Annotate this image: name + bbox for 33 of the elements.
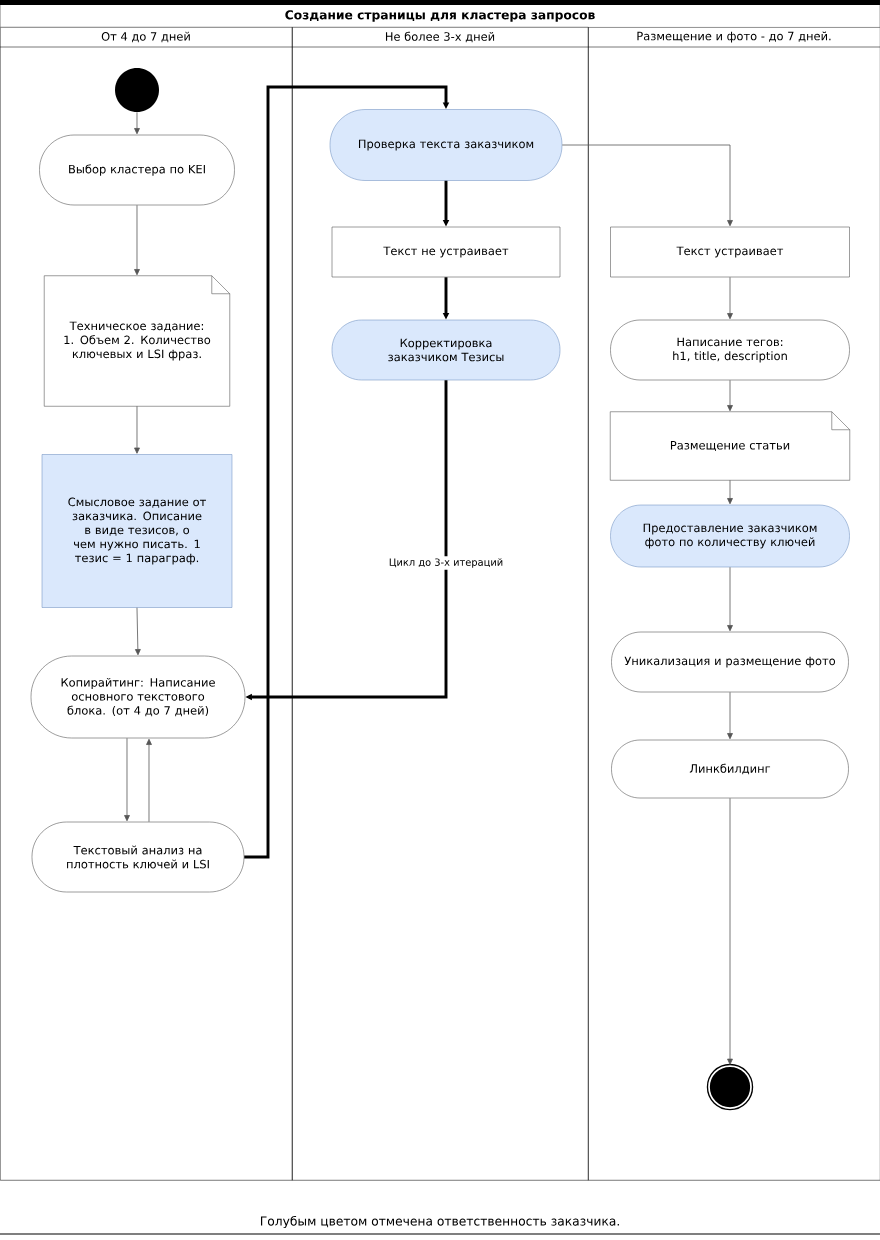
activity-box: Выбор кластера по KEI [39, 134, 235, 206]
note-box: Размещение статьи [609, 411, 851, 481]
activity-box: Корректировка заказчиком Тезисы [331, 319, 561, 381]
note-box: Техническое задание: 1. Объем 2. Количество ключевых и LSI фраз. [43, 275, 231, 407]
activity-box: Проверка текста заказчиком [329, 109, 563, 181]
end-node [706, 1063, 754, 1111]
arrow [135, 607, 141, 656]
arrow [727, 797, 733, 1065]
arrow [727, 379, 733, 412]
arrow [727, 276, 733, 320]
process-box: Смысловое задание от заказчика. Описание в виде тезисов, о чем нужно писать. 1 тезис = 1 параграф. [41, 454, 233, 608]
process-box: Текст устраивает [610, 226, 850, 278]
arrow [727, 566, 733, 632]
activity-box: Написание тегов: h1, title, description [610, 319, 850, 381]
arrow [146, 738, 152, 823]
start-node [115, 68, 159, 112]
arrow [727, 479, 733, 505]
edge-label: Цикл до 3-х итераций [386, 556, 506, 570]
activity-box: Копирайтинг: Написание основного текстового блока. (от 4 до 7 дней) [30, 655, 246, 739]
process-box: Текст не устраивает [331, 226, 561, 278]
activity-box: Уникализация и размещение фото [611, 631, 849, 693]
activity-box: Текстовый анализ на плотность ключей и LSI [31, 821, 245, 893]
arrow [124, 737, 130, 822]
title: Создание страницы для кластера запросов [285, 10, 595, 22]
arrow [134, 204, 140, 276]
activity-box: Предоставление заказчиком фото по количеству ключей [610, 504, 850, 568]
arrow [134, 111, 140, 135]
arrow [134, 405, 140, 454]
activity-box: Линкбилдинг [611, 739, 849, 799]
caption: Голубым цветом отмечена ответственность заказчика. [261, 1215, 619, 1229]
arrow [727, 691, 733, 740]
arrow [244, 85, 450, 859]
arrow [561, 144, 733, 227]
